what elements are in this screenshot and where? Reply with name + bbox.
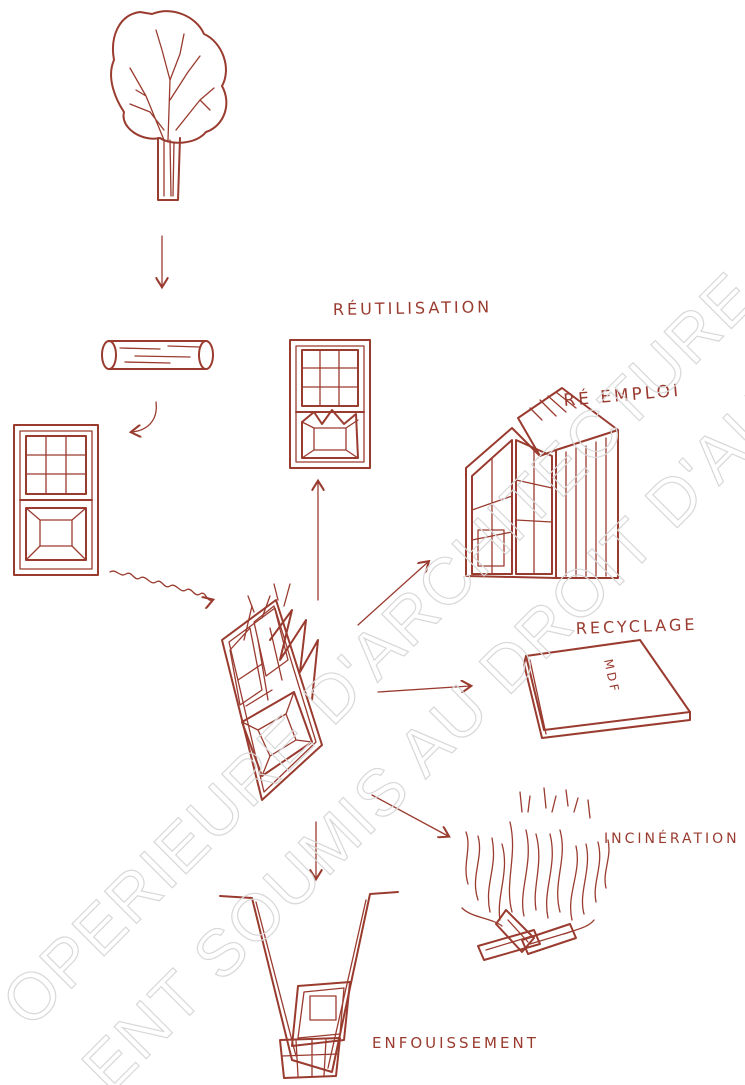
arrow-log-to-window (132, 402, 156, 432)
label-mdf: MDF (601, 658, 622, 696)
log-icon (102, 341, 213, 369)
label-enfouissement: ENFOUISSEMENT (372, 1034, 539, 1052)
arrow-wavy-window-to-disassembly (110, 571, 212, 600)
label-incineration: INCINÉRATION (604, 830, 740, 847)
reused-window-icon (290, 340, 370, 468)
fire-icon (462, 788, 609, 960)
label-reutilisation: RÉUTILISATION (333, 297, 493, 319)
buried-window-icon (280, 982, 350, 1078)
tree-icon (111, 11, 226, 200)
window-icon (14, 425, 98, 575)
